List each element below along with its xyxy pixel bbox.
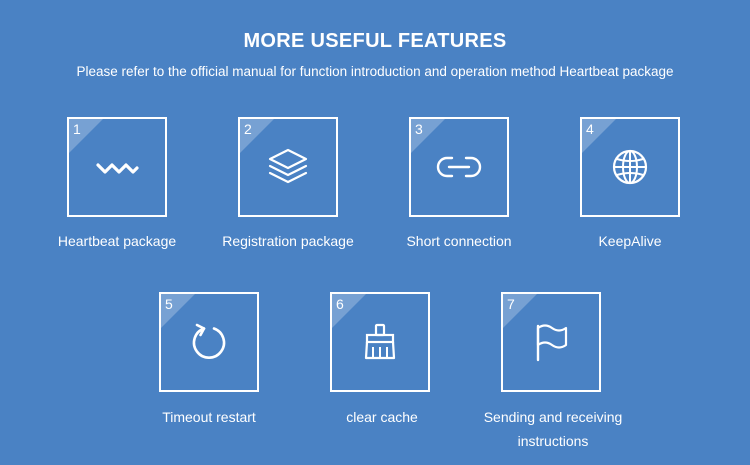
feature-label-heartbeat-package: Heartbeat package — [57, 233, 177, 249]
feature-card-registration-package[interactable]: 2 — [238, 117, 338, 217]
page-subtitle: Please refer to the official manual for … — [76, 64, 674, 79]
feature-number: 2 — [244, 121, 252, 137]
feature-card-sending-and-receiving-instructions[interactable]: 7 — [501, 292, 601, 392]
feature-number: 4 — [586, 121, 594, 137]
link-icon — [436, 156, 482, 178]
feature-label-timeout-restart: Timeout restart — [162, 409, 256, 425]
feature-card-clear-cache[interactable]: 6 — [330, 292, 430, 392]
feature-number: 3 — [415, 121, 423, 137]
refresh-icon — [192, 323, 226, 359]
page-title: MORE USEFUL FEATURES — [243, 30, 507, 52]
brush-icon — [364, 323, 396, 360]
layers-icon — [268, 148, 308, 184]
feature-number: 6 — [336, 296, 344, 312]
feature-label-keepalive: KeepAlive — [598, 233, 662, 249]
feature-label-sending-and-receiving-instructions: Sending and receiving instructions — [483, 409, 623, 449]
feature-number: 5 — [165, 296, 173, 312]
flag-icon — [536, 324, 568, 362]
feature-card-timeout-restart[interactable]: 5 — [159, 292, 259, 392]
feature-card-heartbeat-package[interactable]: 1 — [67, 117, 167, 217]
feature-label-clear-cache: clear cache — [346, 409, 418, 425]
feature-label-registration-package: Registration package — [222, 233, 354, 249]
feature-label-short-connection: Short connection — [406, 233, 512, 249]
wave-icon — [96, 163, 139, 174]
feature-number: 1 — [73, 121, 81, 137]
feature-number: 7 — [507, 296, 515, 312]
feature-card-short-connection[interactable]: 3 — [409, 117, 509, 217]
feature-card-keepalive[interactable]: 4 — [580, 117, 680, 217]
globe-icon — [612, 149, 648, 185]
